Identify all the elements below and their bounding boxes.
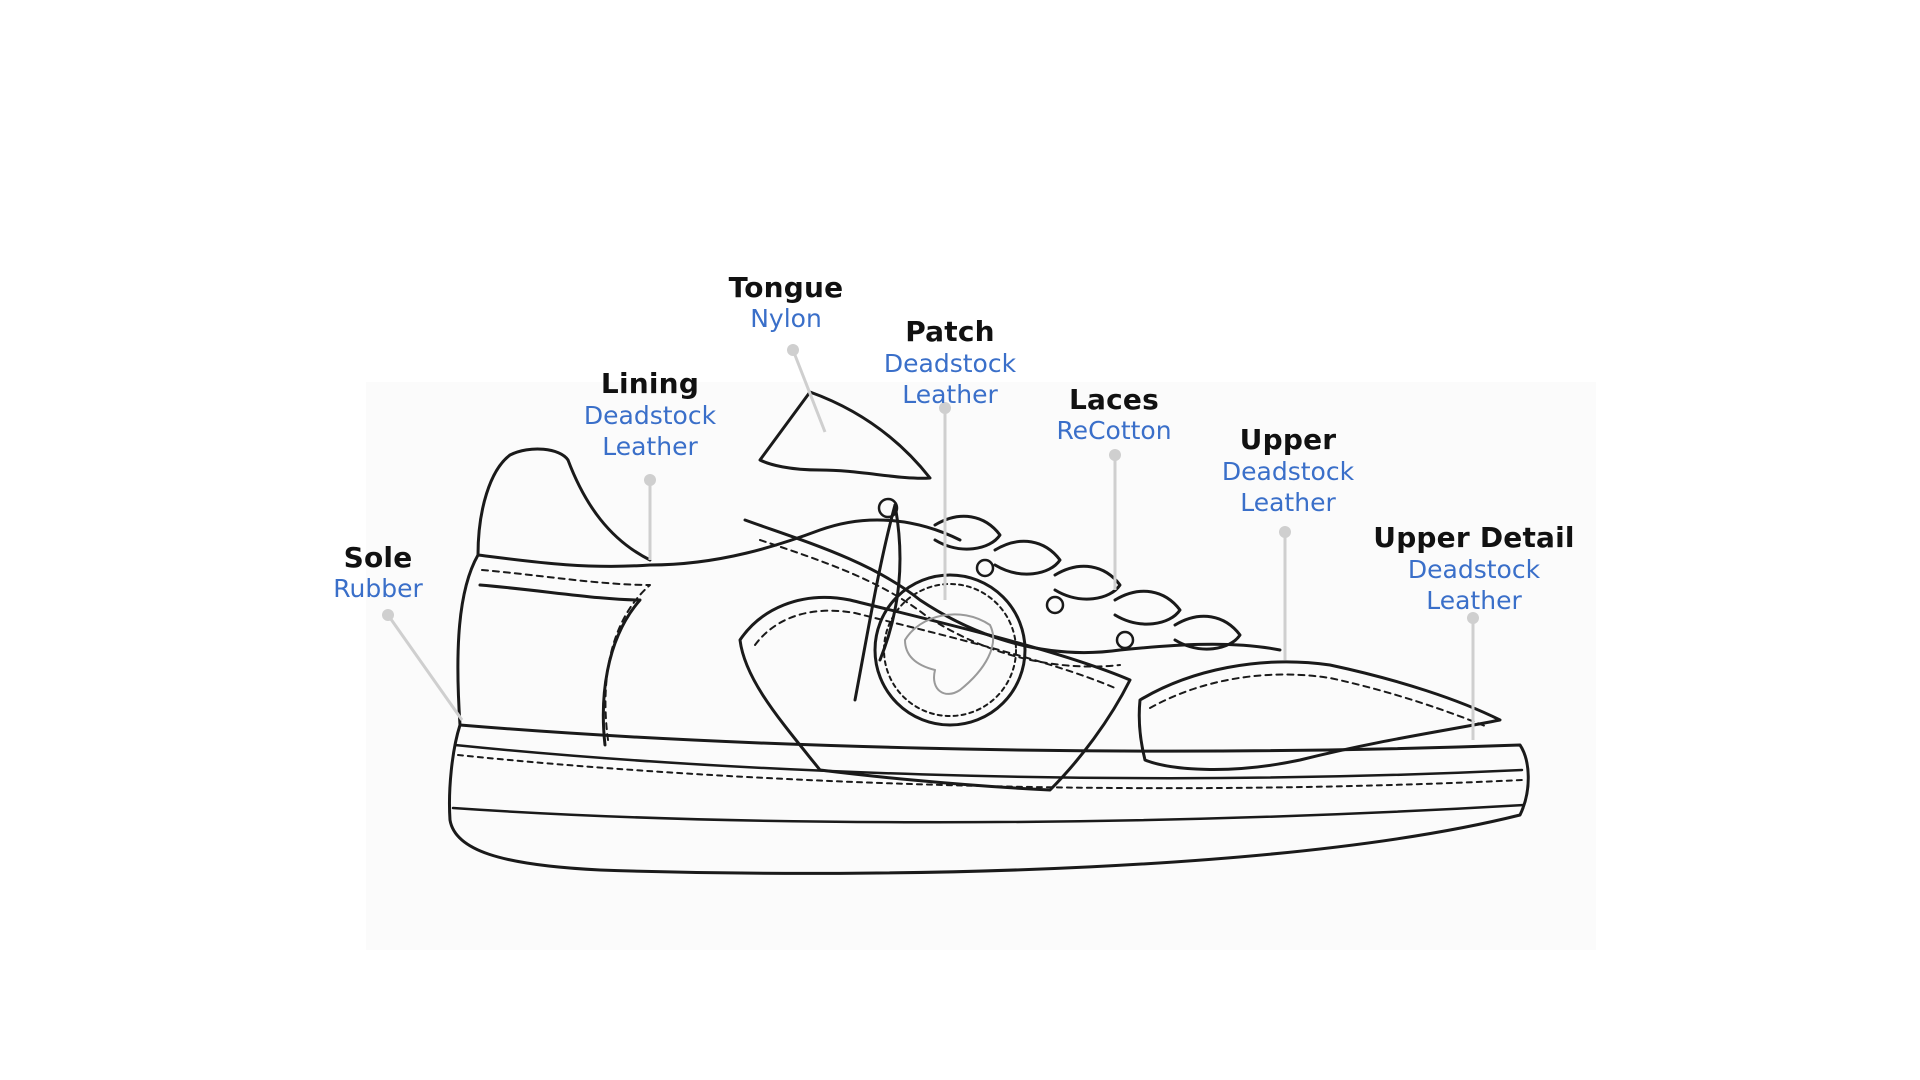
- callout-material: Rubber: [333, 574, 423, 603]
- callout-tongue: Tongue Nylon: [728, 271, 844, 334]
- callout-material: Deadstock: [583, 401, 717, 430]
- callout-name: Patch: [905, 315, 995, 348]
- heel-counter: [456, 447, 652, 727]
- callout-name: Upper Detail: [1373, 521, 1575, 554]
- side-panel: [738, 595, 1132, 792]
- callout-name: Tongue: [728, 271, 844, 304]
- eyestay-stitch: [759, 539, 1121, 668]
- sole-line-2: [451, 803, 1526, 824]
- callout-material: Leather: [602, 432, 698, 461]
- leader-dot-upper-detail: [1467, 612, 1479, 624]
- side-panel-stitch: [754, 609, 1116, 689]
- callout-material: Deadstock: [883, 349, 1017, 378]
- callout-material: ReCotton: [1056, 416, 1172, 445]
- callout-material: Deadstock: [1407, 555, 1541, 584]
- laces-group: [853, 503, 1242, 702]
- leader-dot-lining: [644, 474, 656, 486]
- toe-box: [1137, 660, 1502, 771]
- callout-patch: Patch Deadstock Leather: [883, 315, 1017, 410]
- callout-sole: Sole Rubber: [333, 541, 423, 604]
- leader-dot-laces: [1109, 449, 1121, 461]
- sole-stitch-line: [457, 754, 1523, 790]
- eyelets: [877, 497, 1135, 650]
- callout-name: Laces: [1069, 383, 1159, 416]
- quarter-panel: [478, 583, 642, 747]
- callout-name: Upper: [1239, 423, 1337, 456]
- callout-upper-detail: Upper Detail Deadstock Leather: [1373, 521, 1575, 616]
- callout-upper: Upper Deadstock Leather: [1221, 423, 1355, 518]
- eyestay: [743, 518, 1282, 654]
- leader-tongue: [791, 349, 827, 433]
- callout-laces: Laces ReCotton: [1056, 383, 1172, 446]
- collar-line: [648, 518, 962, 567]
- callout-name: Sole: [343, 541, 413, 574]
- globe-continent: [904, 613, 995, 695]
- sole-welt-line: [453, 743, 1524, 780]
- callout-material: Nylon: [750, 304, 822, 333]
- callout-material: Leather: [902, 380, 998, 409]
- leader-dot-sole: [382, 609, 394, 621]
- leader-dot-patch: [939, 402, 951, 414]
- leader-sole: [386, 614, 464, 721]
- callout-material: Leather: [1240, 488, 1336, 517]
- callout-material: Leather: [1426, 586, 1522, 615]
- leader-dot-upper: [1279, 526, 1291, 538]
- callout-material: Deadstock: [1221, 457, 1355, 486]
- callout-name: Lining: [600, 367, 700, 400]
- tongue-outline: [758, 390, 932, 480]
- toe-box-stitch: [1149, 673, 1486, 727]
- callout-lining: Lining Deadstock Leather: [583, 367, 717, 462]
- leader-dot-tongue: [787, 344, 799, 356]
- illustration-background: [366, 382, 1596, 950]
- sole-outline: [448, 723, 1530, 875]
- heel-tab: [476, 553, 652, 568]
- globe-patch: [873, 573, 1027, 727]
